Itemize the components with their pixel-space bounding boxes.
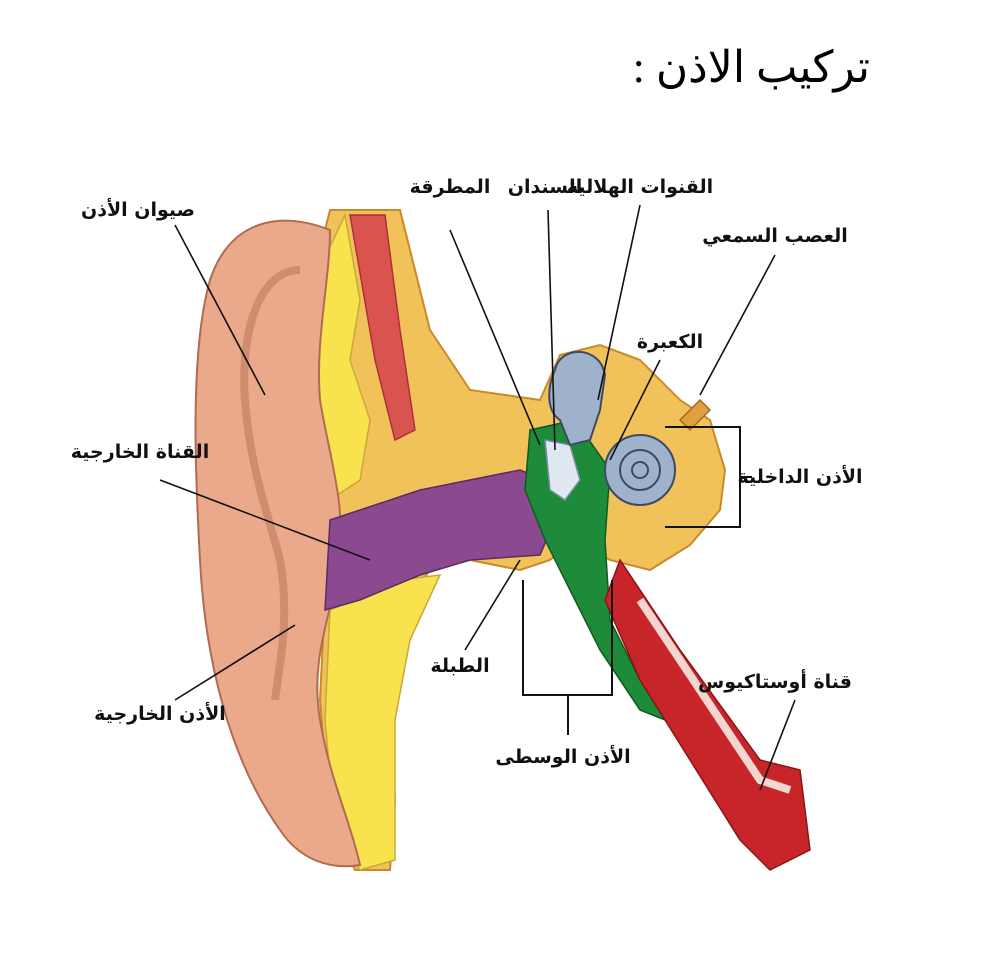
eustachian-tube-lumen (636, 597, 792, 794)
cochlea-inner (619, 449, 661, 491)
labels: صيوان الأذن القناة الخارجية الأذن الخارج… (71, 176, 863, 768)
label-pinna: صيوان الأذن (81, 198, 195, 221)
label-cochlea: الكعبرة (637, 331, 703, 353)
label-outer-ear: الأذن الخارجية (94, 702, 226, 725)
external-canal (324, 469, 556, 612)
label-middle-ear: الأذن الوسطى (495, 745, 630, 768)
eustachian-tube (604, 558, 811, 871)
label-auditory-nerve: العصب السمعي (702, 225, 848, 247)
cochlea-core (631, 461, 649, 479)
ossicles (544, 439, 581, 502)
label-eardrum: الطبلة (430, 655, 489, 677)
label-eustachian-tube: قناة أوستاكيوس (698, 669, 852, 693)
inner-ear-bracket (665, 426, 752, 528)
label-inner-ear: الأذن الداخلية (737, 465, 862, 488)
label-external-canal: القناة الخارجية (71, 441, 209, 463)
cochlea-shape (604, 434, 676, 506)
leader-lines (159, 204, 796, 791)
label-semicircular-canals: القنوات الهلالية (567, 176, 713, 198)
page-title: تركيب الاذن : (632, 43, 870, 92)
muscle-strip (349, 214, 416, 442)
label-hammer: المطرقة (410, 176, 491, 198)
ear-illustration (194, 209, 811, 871)
semicircular-canals (548, 350, 607, 447)
middle-ear-bracket (522, 580, 613, 735)
label-anvil: السندان (508, 176, 582, 198)
